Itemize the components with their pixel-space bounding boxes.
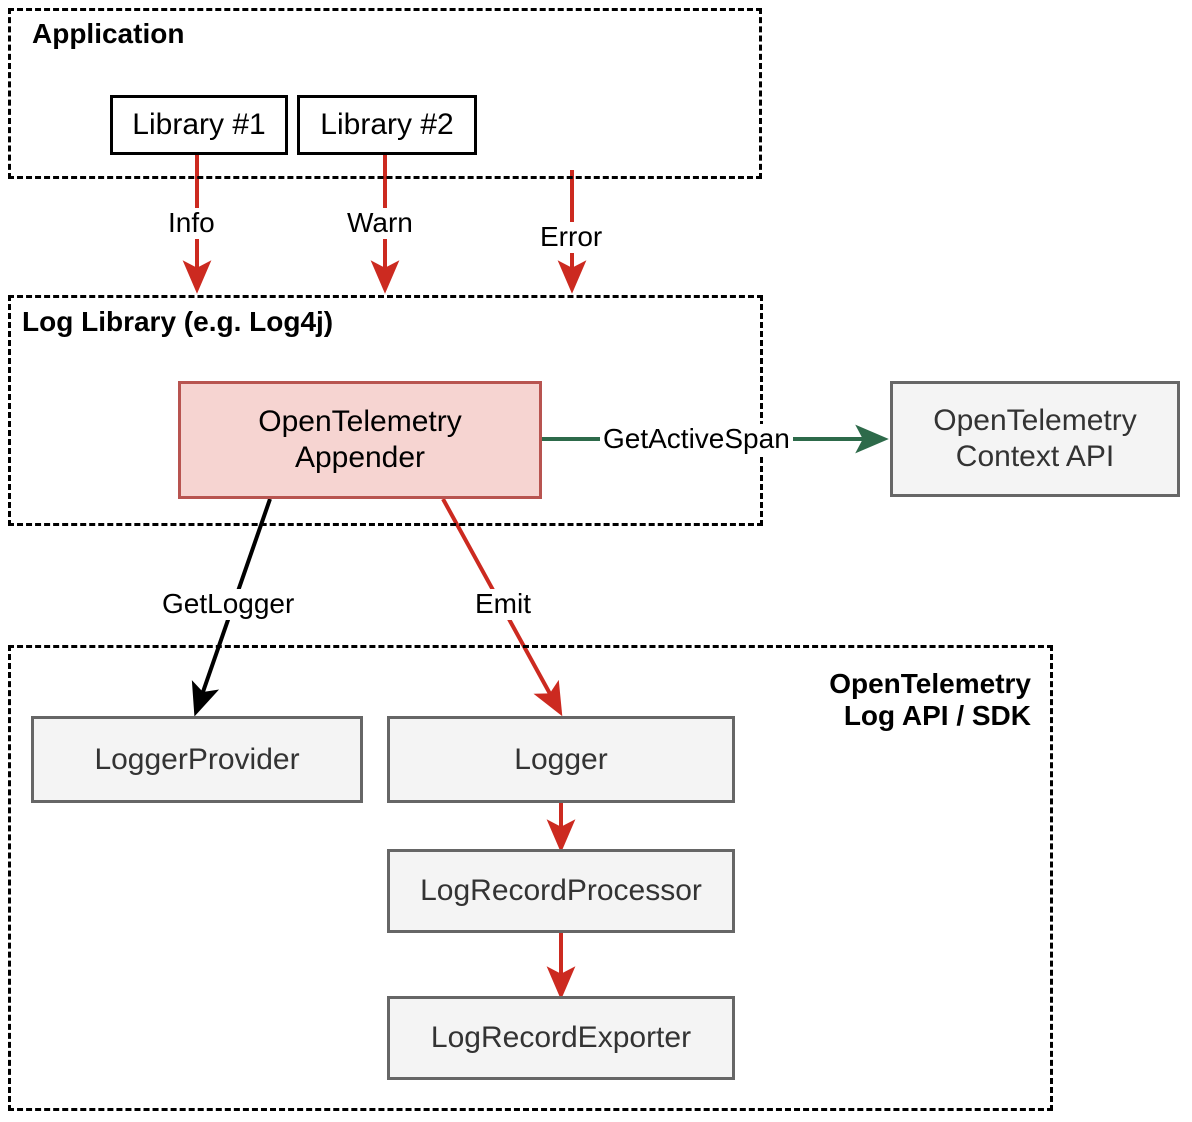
- node-library-2-label: Library #2: [320, 108, 454, 141]
- node-library-1[interactable]: Library #1: [110, 95, 288, 155]
- node-opentelemetry-appender-label: OpenTelemetry Appender: [258, 405, 462, 474]
- node-log-record-exporter-label: LogRecordExporter: [430, 1021, 692, 1054]
- node-log-record-exporter[interactable]: LogRecordExporter: [387, 996, 735, 1080]
- node-opentelemetry-context-api[interactable]: OpenTelemetry Context API: [890, 381, 1180, 497]
- group-otel-log-api-sdk: [8, 645, 1053, 1111]
- node-logger-label: Logger: [514, 742, 608, 776]
- node-logger[interactable]: Logger: [387, 716, 735, 803]
- group-log-library: [8, 295, 763, 526]
- edge-label-get-active-span: GetActiveSpan: [600, 423, 793, 455]
- node-logger-provider[interactable]: LoggerProvider: [31, 716, 363, 803]
- node-opentelemetry-context-api-label: OpenTelemetry Context API: [933, 404, 1137, 473]
- node-library-1-label: Library #1: [132, 108, 266, 141]
- node-log-record-processor[interactable]: LogRecordProcessor: [387, 849, 735, 933]
- node-library-2[interactable]: Library #2: [297, 95, 477, 155]
- node-log-record-processor-label: LogRecordProcessor: [420, 874, 702, 907]
- edge-label-error: Error: [537, 221, 606, 253]
- group-log-library-label: Log Library (e.g. Log4j): [22, 306, 334, 337]
- edge-label-warn: Warn: [344, 207, 416, 239]
- edge-label-info: Info: [165, 207, 218, 239]
- group-application: [8, 8, 762, 179]
- node-opentelemetry-appender[interactable]: OpenTelemetry Appender: [178, 381, 542, 499]
- edge-label-emit: Emit: [472, 588, 534, 620]
- group-otel-log-api-sdk-label: OpenTelemetry Log API / SDK: [829, 668, 1031, 732]
- edge-label-get-logger: GetLogger: [159, 588, 298, 620]
- group-application-label: Application: [32, 18, 185, 49]
- node-logger-provider-label: LoggerProvider: [94, 742, 300, 776]
